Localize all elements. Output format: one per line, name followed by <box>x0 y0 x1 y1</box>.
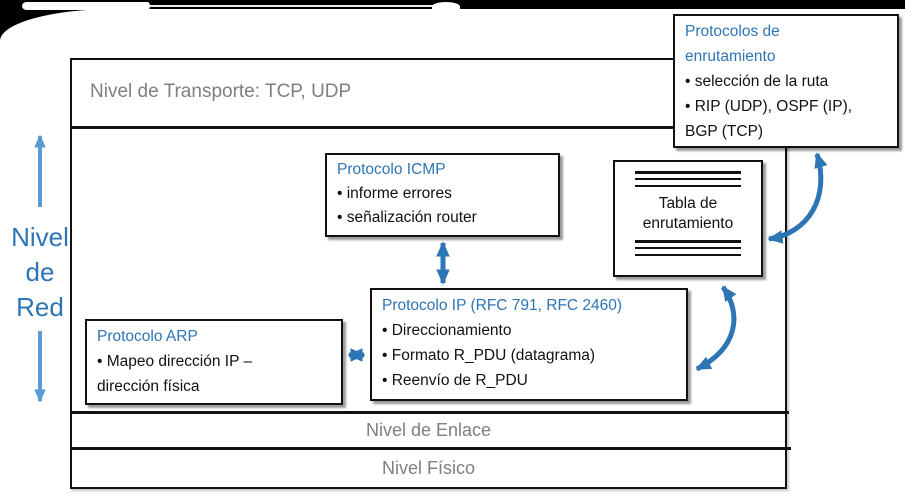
icmp-bullet: señalización router <box>337 206 548 230</box>
routing-bullet-continuation: BGP (TCP) <box>685 123 764 140</box>
protocol-stack-rect <box>70 58 787 489</box>
table-rows-glyph-top <box>635 171 741 187</box>
physical-layer-label: Nivel Físico <box>381 458 475 478</box>
side-label-line: Red <box>16 292 64 322</box>
transport-layer-label: Nivel de Transporte: TCP, UDP <box>90 81 352 102</box>
icmp-bullet: informe errores <box>337 182 548 206</box>
icmp-protocol-box: Protocolo ICMP informe errores señalizac… <box>325 153 560 237</box>
divider-link-physical <box>70 447 791 450</box>
routing-bullet: RIP (UDP), OSPF (IP), <box>685 94 887 119</box>
ip-bullet: Direccionamiento <box>382 318 676 343</box>
routing-bullet: selección de la ruta <box>685 69 887 94</box>
top-line-artifact <box>148 5 440 7</box>
ip-bullet: Formato R_PDU (datagrama) <box>382 343 676 368</box>
routing-box-title-line: Protocolos de <box>685 23 780 40</box>
arp-bullet-continuation: dirección física <box>97 378 200 395</box>
ip-box-title: Protocolo IP (RFC 791, RFC 2460) <box>382 297 623 314</box>
arp-bullet: Mapeo dirección IP – <box>97 349 331 374</box>
ip-protocol-box: Protocolo IP (RFC 791, RFC 2460) Direcci… <box>370 288 688 401</box>
routing-table-box: Tabla de enrutamiento <box>613 160 763 277</box>
top-bump-artifact <box>432 2 460 11</box>
top-tab-artifact <box>22 2 150 10</box>
routing-protocols-box: Protocolos de enrutamiento selección de … <box>673 14 899 148</box>
icmp-box-title: Protocolo ICMP <box>337 161 446 178</box>
routing-table-label: Tabla de enrutamiento <box>615 194 761 234</box>
link-layer-label: Nivel de Enlace <box>365 420 492 440</box>
divider-network-link <box>70 411 789 414</box>
ip-bullet: Reenvío de R_PDU <box>382 368 676 393</box>
side-label-line: Nivel <box>11 222 69 252</box>
divider-transport-network <box>70 126 787 129</box>
side-label-line: de <box>25 257 55 287</box>
network-layer-side-label: Nivel de Red <box>0 220 80 325</box>
routing-box-title-line: enrutamiento <box>685 48 776 65</box>
routing-table-label-line: Tabla de <box>658 195 718 212</box>
table-rows-glyph-bottom <box>635 240 741 256</box>
routing-table-label-line: enrutamiento <box>642 215 734 232</box>
arp-protocol-box: Protocolo ARP Mapeo dirección IP – direc… <box>85 319 343 405</box>
arp-box-title: Protocolo ARP <box>97 328 198 345</box>
